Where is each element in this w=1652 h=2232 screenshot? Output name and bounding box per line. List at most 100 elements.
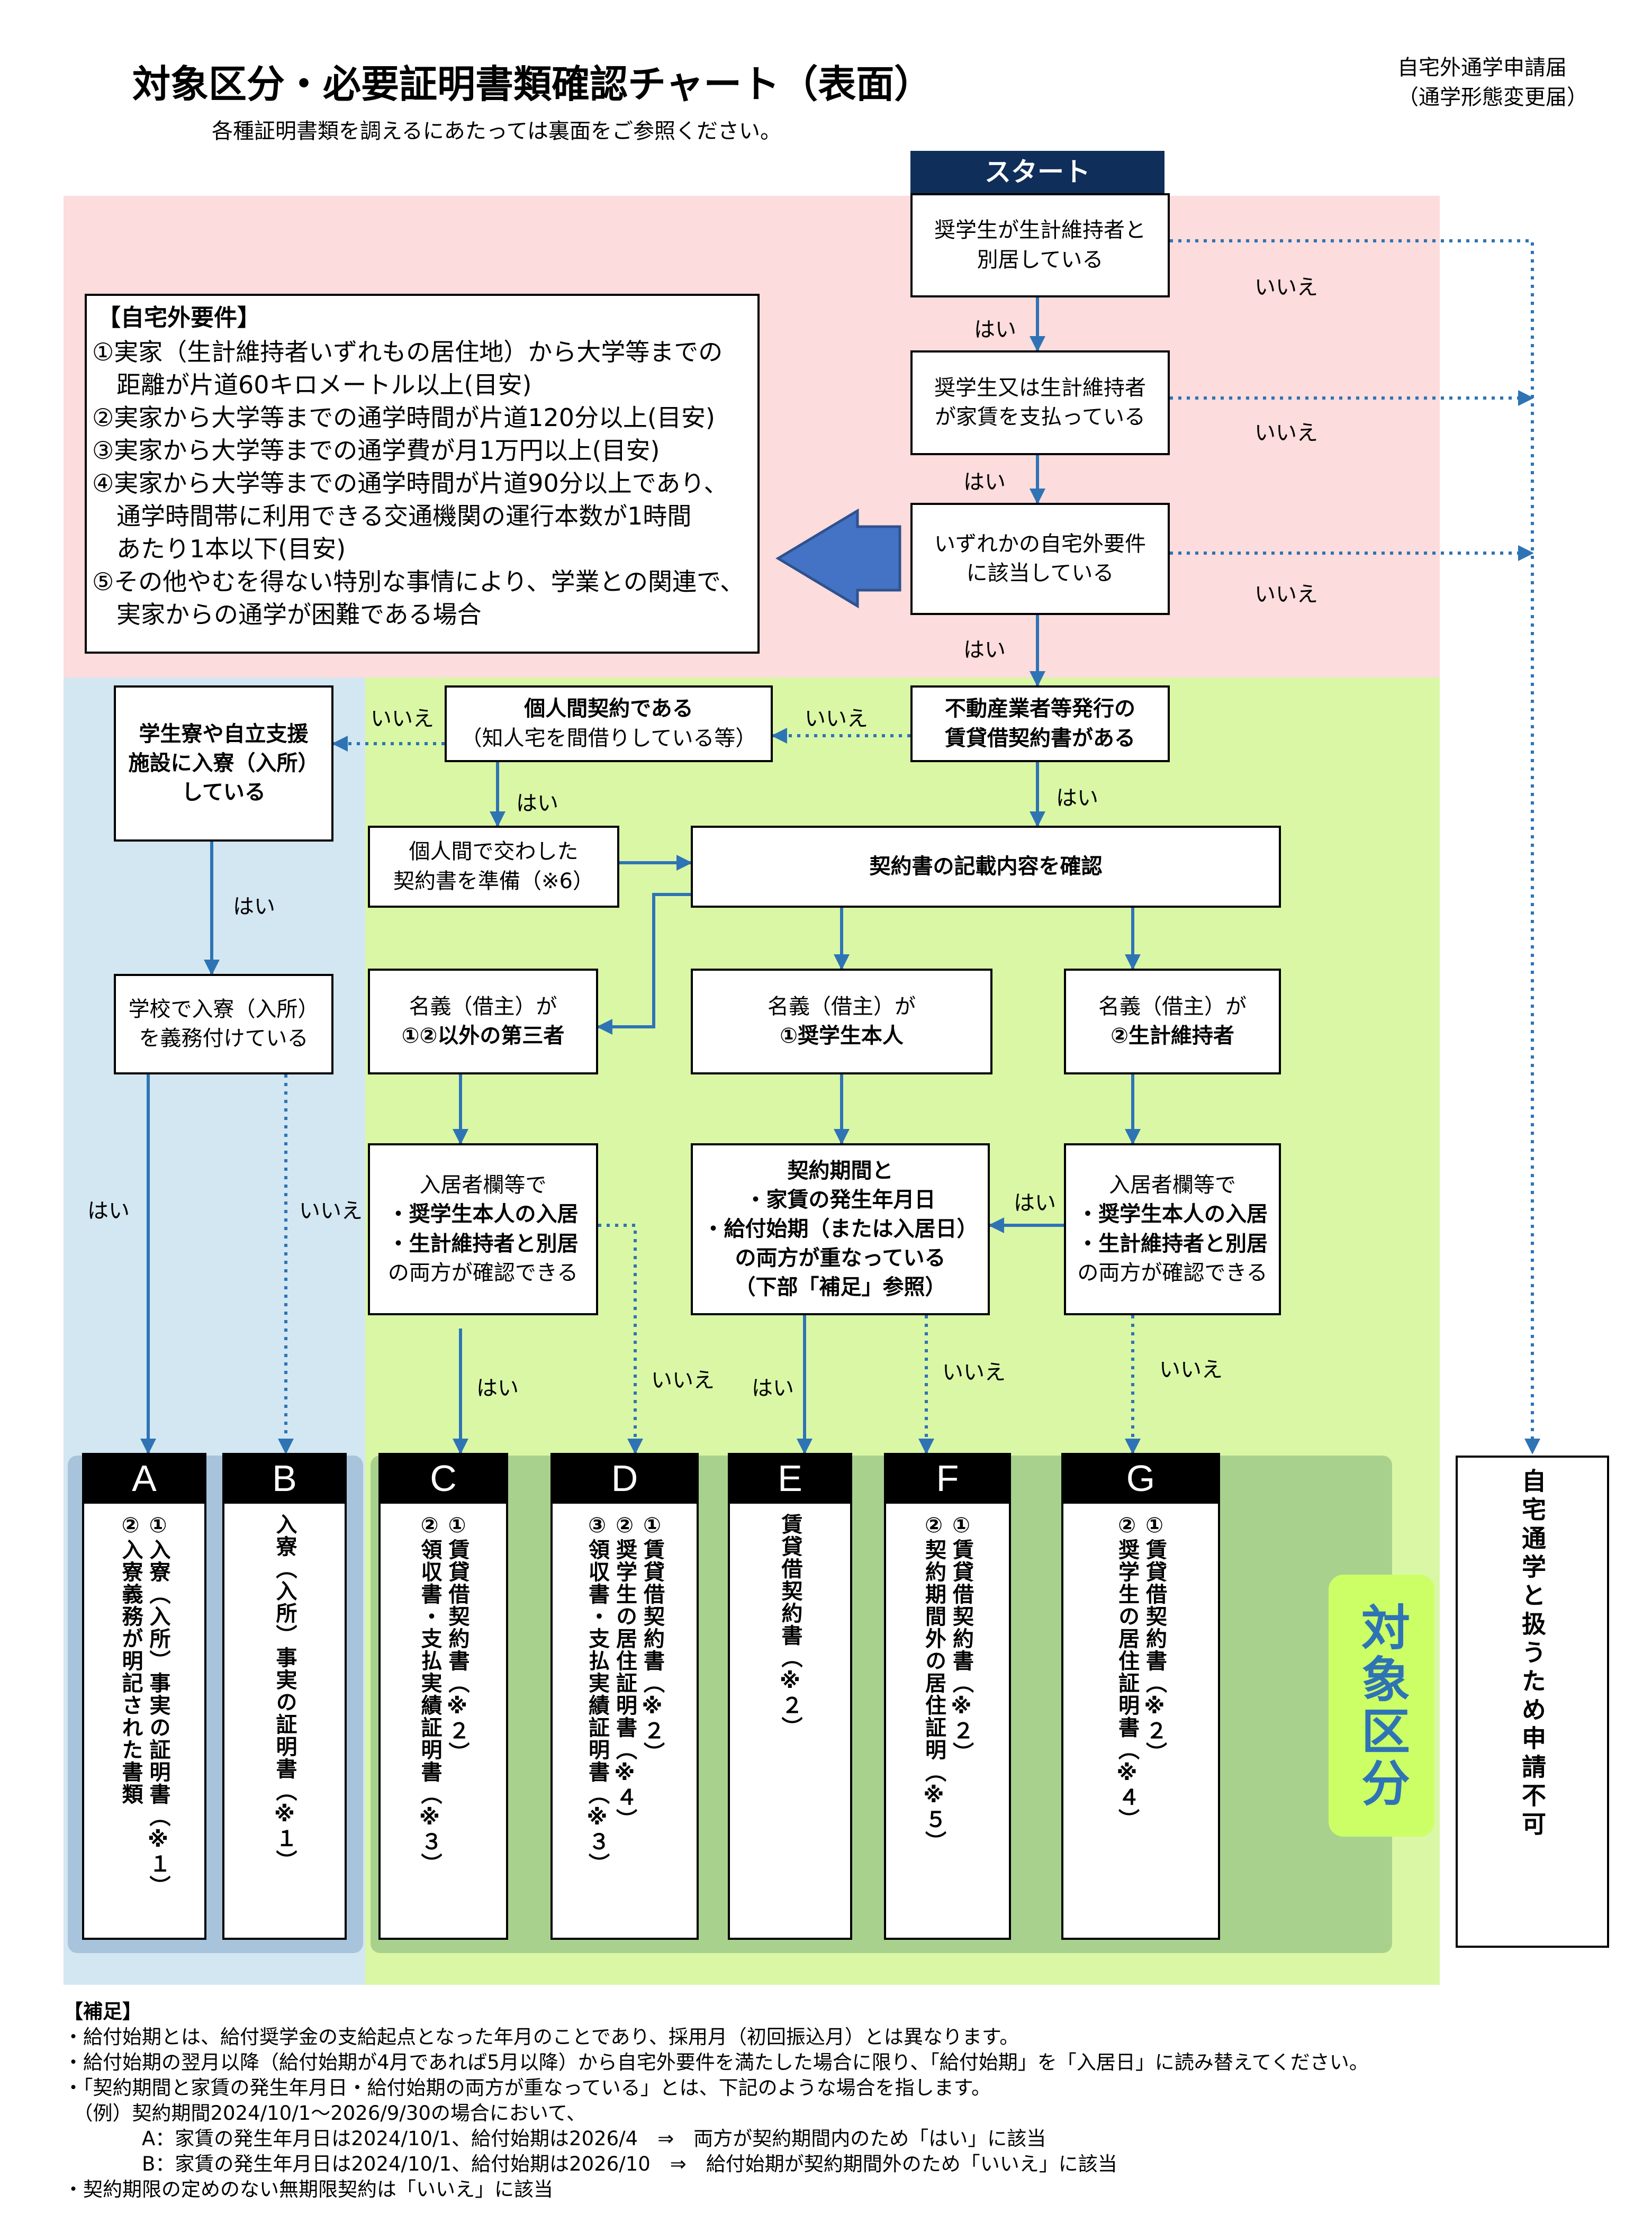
requirement-line: ④実家から大学等までの通学時間が片道90分以上であり、 <box>92 469 728 498</box>
category-letter: C <box>378 1453 508 1504</box>
label-yes: はい <box>516 791 558 816</box>
branch-student-self: 名義（借主）が ①奨学生本人 <box>691 969 992 1074</box>
node-text: の両方が重なっている <box>735 1246 946 1271</box>
label-yes: はい <box>963 638 1006 662</box>
category-document: ②領収書・支払実績証明書（※３） <box>417 1513 442 1875</box>
category-label: 対象区分 <box>1329 1575 1434 1837</box>
label-no: いいえ <box>1159 1358 1223 1382</box>
category-letter: G <box>1061 1453 1220 1504</box>
node-text: （下部「補足」参照） <box>734 1275 946 1300</box>
node-text: 学校で入寮（入所） <box>128 997 319 1022</box>
category-b: B 入寮（入所）事実の証明書（※１） <box>222 1453 347 1940</box>
label-no: いいえ <box>371 707 434 731</box>
category-e: E 賃貸借契約書（※２） <box>728 1453 852 1940</box>
requirement-line: 実家からの通学が困難である場合 <box>92 600 482 629</box>
check-residence-third-party: 入居者欄等で ・奨学生本人の入居 ・生計維持者と別居 の両方が確認できる <box>368 1143 598 1315</box>
label-yes: はい <box>476 1376 519 1400</box>
node-text: 学生寮や自立支援 <box>139 721 309 746</box>
node-text: 奨学生が生計維持者と <box>934 218 1146 243</box>
category-letter: B <box>222 1453 347 1504</box>
node-text: （知人宅を間借りしている等） <box>461 726 757 751</box>
decision-dormitory: 学生寮や自立支援 施設に入寮（入所） している <box>114 685 333 842</box>
label-yes: はい <box>233 894 275 919</box>
label-yes: はい <box>87 1199 130 1223</box>
check-contract-period: 契約期間と ・家賃の発生年月日 ・給付始期（または入居日） の両方が重なっている… <box>691 1143 990 1315</box>
requirement-line: ①実家（生計維持者いずれもの居住地）から大学等までの <box>92 338 723 366</box>
label-no: いいえ <box>942 1360 1006 1385</box>
decision-dormitory-mandatory: 学校で入寮（入所） を義務付けている <box>114 974 333 1074</box>
node-text: 施設に入寮（入所） <box>128 751 319 775</box>
node-text: ①奨学生本人 <box>780 1024 904 1048</box>
supplement-line: （例）契約期間2024/10/1～2026/9/30の場合において、 <box>64 2102 586 2125</box>
node-text: ・奨学生本人の入居 <box>1077 1202 1268 1227</box>
category-letter: D <box>550 1453 699 1504</box>
node-text: 奨学生又は生計維持者 <box>934 375 1146 400</box>
label-yes: はい <box>1056 786 1098 810</box>
category-document: ①賃貸借契約書（※２） <box>640 1513 664 1764</box>
node-text: ・奨学生本人の入居 <box>387 1202 579 1227</box>
decision-private-contract: 個人間契約である （知人宅を間借りしている等） <box>445 685 773 762</box>
category-document: ①入寮（入所）事実の証明書（※１） <box>146 1513 170 1897</box>
category-a: A ①入寮（入所）事実の証明書（※１） ②入寮義務が明記された書類 <box>82 1453 206 1940</box>
requirement-line: ②実家から大学等までの通学時間が片道120分以上(目安) <box>92 403 715 432</box>
node-text: 個人間契約である <box>524 697 693 721</box>
decision-meets-requirement: いずれかの自宅外要件 に該当している <box>910 503 1170 615</box>
node-text: ・給付始期（または入居日） <box>702 1216 978 1241</box>
node-text: 別居している <box>977 247 1104 272</box>
label-yes: はい <box>1014 1191 1056 1215</box>
requirements-heading: 【自宅外要件】 <box>97 304 260 331</box>
category-document: ②契約期間外の居住証明（※５） <box>922 1513 946 1853</box>
requirement-line: 距離が片道60キロメートル以上(目安) <box>92 371 532 399</box>
category-document: ①賃貸借契約書（※２） <box>1142 1513 1167 1764</box>
node-text: している <box>182 780 266 805</box>
supplement-line: ・給付始期の翌月以降（給付始期が4月であれば5月以降）から自宅外要件を満たした場… <box>64 2051 1369 2074</box>
requirements-box: 【自宅外要件】 ①実家（生計維持者いずれもの居住地）から大学等までの 距離が片道… <box>85 294 760 654</box>
category-panel-cg <box>371 1456 1392 1953</box>
not-accepted-text: 自宅通学と扱うため申請不可 <box>1518 1468 1547 1840</box>
label-yes: はい <box>974 318 1016 342</box>
category-document: ②奨学生の居住証明書（※４） <box>1115 1513 1139 1831</box>
page-title: 対象区分・必要証明書類確認チャート（表面） <box>132 62 933 106</box>
decision-pays-rent: 奨学生又は生計維持者 が家賃を支払っている <box>910 350 1170 455</box>
supplement-line: B：家賃の発生年月日は2024/10/1、給付始期は2026/10 ⇒ 給付始期… <box>64 2153 1117 2175</box>
form-name-line-2: （通学形態変更届） <box>1397 85 1588 110</box>
category-d: D ①賃貸借契約書（※２） ②奨学生の居住証明書（※４） ③領収書・支払実績証明… <box>550 1453 699 1940</box>
node-text: の両方が確認できる <box>387 1260 579 1285</box>
check-residence-supporter: 入居者欄等で ・奨学生本人の入居 ・生計維持者と別居 の両方が確認できる <box>1064 1143 1281 1315</box>
label-no: いいえ <box>805 707 868 731</box>
category-document: 賃貸借契約書（※２） <box>778 1513 802 1739</box>
supplement-line: ・「契約期間と家賃の発生年月日・給付始期の両方が重なっている」とは、下記のような… <box>64 2076 991 2099</box>
decision-lease-contract: 不動産業者等発行の 賃貸借契約書がある <box>910 685 1170 762</box>
label-no: いいえ <box>651 1368 715 1393</box>
node-text: 名義（借主）が <box>1098 994 1247 1019</box>
supplement-line: ・給付始期とは、給付奨学金の支給起点となった年月のことであり、採用月（初回振込月… <box>64 2026 1019 2048</box>
branch-supporter: 名義（借主）が ②生計維持者 <box>1064 969 1281 1074</box>
category-document: 入寮（入所）事実の証明書（※１） <box>272 1513 297 1872</box>
requirement-line: 通学時間帯に利用できる交通機関の運行本数が1時間 <box>92 502 692 530</box>
category-document: ①賃貸借契約書（※２） <box>949 1513 973 1764</box>
category-letter: A <box>82 1453 206 1504</box>
category-f: F ①賃貸借契約書（※２） ②契約期間外の居住証明（※５） <box>884 1453 1011 1940</box>
node-text: の両方が確認できる <box>1077 1260 1268 1285</box>
node-text: ・生計維持者と別居 <box>387 1231 579 1256</box>
node-text: 名義（借主）が <box>409 994 557 1019</box>
requirement-line: あたり1本以下(目安) <box>92 535 346 563</box>
page-subtitle: 各種証明書類を調えるにあたっては裏面をご参照ください。 <box>212 119 781 143</box>
node-text: 契約書の記載内容を確認 <box>869 854 1103 879</box>
node-text: 契約期間と <box>787 1158 893 1183</box>
category-g: G ①賃貸借契約書（※２） ②奨学生の居住証明書（※４） <box>1061 1453 1220 1940</box>
category-letter: E <box>728 1453 852 1504</box>
process-check-contract: 契約書の記載内容を確認 <box>691 826 1281 908</box>
category-document: ②奨学生の居住証明書（※４） <box>612 1513 637 1831</box>
node-text: ・生計維持者と別居 <box>1077 1231 1268 1256</box>
process-prepare-contract: 個人間で交わした 契約書を準備（※6） <box>368 826 619 908</box>
label-no: いいえ <box>1254 421 1318 445</box>
requirement-line: ⑤その他やむを得ない特別な事情により、学業との関連で、 <box>92 567 745 596</box>
label-no: いいえ <box>1254 582 1318 607</box>
category-letter: F <box>884 1453 1011 1504</box>
form-name: 自宅外通学申請届 （通学形態変更届） <box>1397 53 1588 112</box>
label-no: いいえ <box>299 1199 363 1223</box>
node-text: が家賃を支払っている <box>935 405 1145 429</box>
requirement-line: ③実家から大学等までの通学費が月1万円以上(目安) <box>92 436 660 465</box>
node-text: ・家賃の発生年月日 <box>745 1187 936 1212</box>
